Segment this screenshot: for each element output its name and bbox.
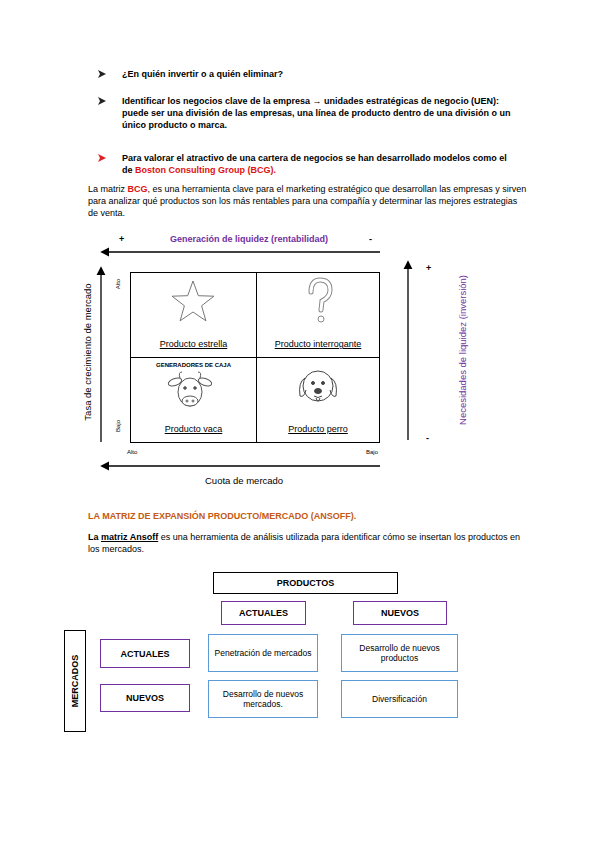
star-icon	[172, 281, 214, 321]
text-paragraph: La matrizBCG, es una herramienta clave p…	[88, 183, 528, 219]
axis-label: -	[426, 433, 429, 444]
axis-label: Necesidades de liquidez (inversión)	[457, 275, 468, 425]
header-box: MERCADOS	[64, 630, 86, 732]
body-text: La matriz	[88, 184, 125, 194]
body-text: ¿En quién invertir o a quién eliminar?	[122, 69, 283, 79]
axis-label: Tasa de crecimiento de mercado	[82, 283, 93, 420]
bcg-cell: Producto perro	[256, 357, 380, 443]
box-label: Producto estrella	[160, 339, 228, 349]
header-box: ACTUALES	[100, 639, 190, 668]
header-box: PRODUCTOS	[213, 572, 398, 594]
bullet-arrow	[98, 154, 106, 162]
axis-arrow	[102, 251, 380, 252]
strategy-box: Desarrollo de nuevos mercados.	[208, 680, 318, 718]
axis-label: +	[426, 263, 431, 274]
axis-label: -	[369, 234, 372, 245]
body-text: matriz Ansoff	[101, 532, 158, 542]
body-text: Boston Consulting Group (BCG).	[135, 165, 276, 175]
axis-label: +	[119, 234, 124, 245]
axis-label: Bajo	[366, 449, 378, 456]
box-label: PRODUCTOS	[277, 578, 334, 588]
strategy-box: Penetración de mercados	[208, 634, 318, 672]
box-label: Producto interrogante	[275, 339, 362, 349]
text-paragraph: ¿En quién invertir o a quién eliminar?	[122, 68, 522, 80]
body-text: La	[88, 532, 99, 542]
dog-icon	[300, 371, 337, 401]
box-label: Producto perro	[288, 424, 348, 434]
axis-label: Alto	[115, 279, 122, 289]
axis-arrow	[407, 262, 408, 440]
header-box: NUEVOS	[100, 684, 190, 712]
text-paragraph: Identificar los negocios clave de la emp…	[122, 95, 520, 131]
bullet-arrow	[98, 97, 106, 105]
box-label: Penetración de mercados	[215, 648, 312, 658]
axis-arrow	[102, 465, 380, 466]
box-label: Desarrollo de nuevos productos	[346, 643, 453, 663]
question-icon	[311, 280, 330, 322]
box-label: Diversificación	[372, 694, 427, 704]
box-label: MERCADOS	[70, 655, 80, 708]
body-text: BCG	[128, 184, 148, 194]
axis-label: Cuota de mercado	[205, 475, 283, 486]
body-text: , es una herramienta clave para el marke…	[88, 184, 526, 218]
cell-heading: GENERADORES DE CAJA	[156, 362, 231, 368]
strategy-box: Diversificación	[341, 680, 458, 718]
box-label: NUEVOS	[126, 693, 164, 703]
text-paragraph: Lamatriz Ansoffes una herramienta de aná…	[88, 531, 528, 555]
body-text: Identificar los negocios clave de la emp…	[122, 96, 511, 130]
axis-arrow	[100, 268, 101, 442]
bcg-cell: Producto estrella	[130, 272, 257, 358]
bcg-cell: Producto interrogante	[256, 272, 380, 358]
box-label: Producto vaca	[165, 424, 223, 434]
box-label: Desarrollo de nuevos mercados.	[213, 689, 313, 709]
axis-label: Generación de liquidez (rentabilidad)	[170, 234, 328, 245]
box-label: NUEVOS	[381, 608, 419, 618]
bcg-cell: GENERADORES DE CAJA Producto vaca	[130, 357, 257, 443]
box-label: ACTUALES	[239, 608, 288, 618]
bullet-arrow	[98, 70, 106, 78]
axis-label: Bajo	[115, 420, 122, 432]
strategy-box: Desarrollo de nuevos productos	[341, 634, 458, 672]
axis-label: Alto	[127, 449, 137, 456]
cow-icon	[167, 372, 213, 406]
text-paragraph: Para valorar el atractivo de una cartera…	[122, 152, 527, 176]
box-label: ACTUALES	[121, 649, 170, 659]
header-box: ACTUALES	[221, 601, 306, 625]
axis-label: LA MATRIZ DE EXPANSIÓN PRODUCTO/MERCADO …	[88, 511, 356, 522]
header-box: NUEVOS	[353, 601, 447, 625]
